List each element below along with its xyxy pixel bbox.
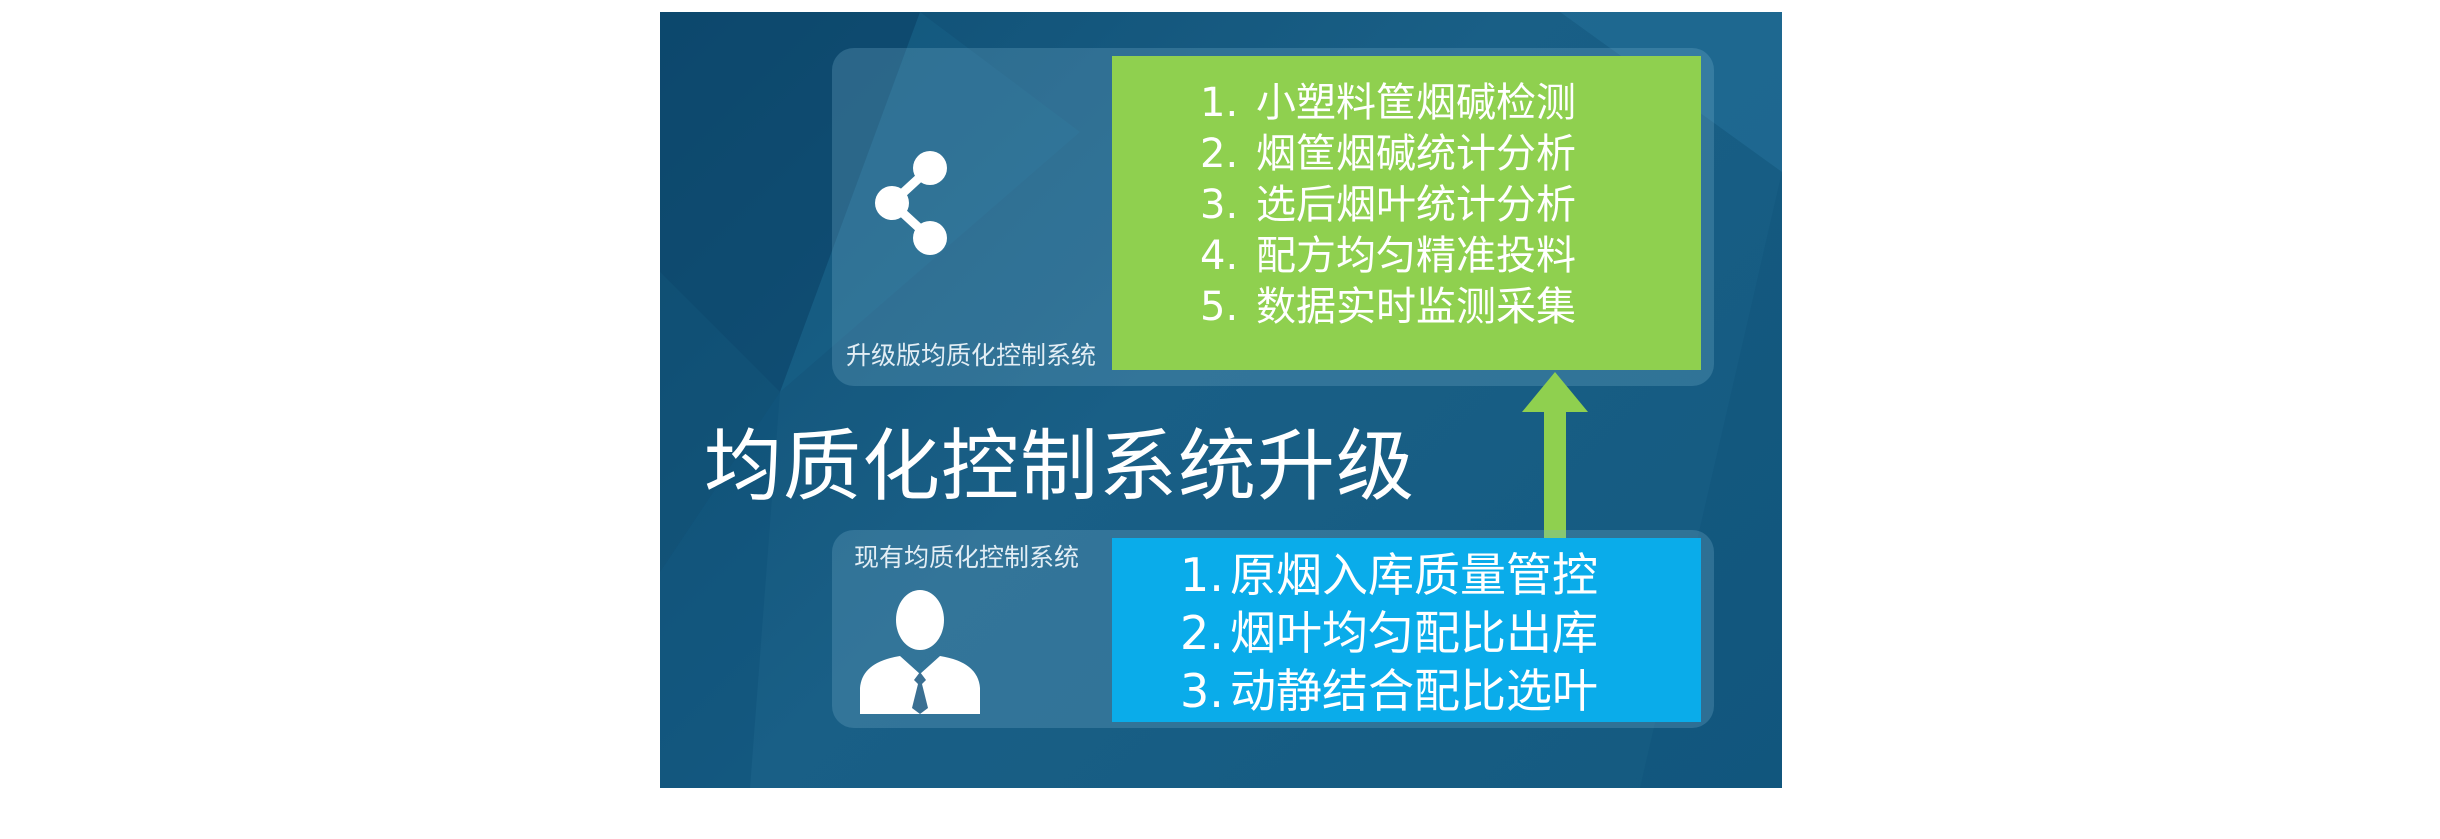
item-text: 数据实时监测采集 (1256, 284, 1576, 330)
list-item: 2.烟叶均匀配比出库 (1180, 604, 1598, 662)
list-item: 2. 烟筐烟碱统计分析 (1200, 129, 1576, 180)
item-text: 烟筐烟碱统计分析 (1256, 131, 1576, 177)
item-number: 5. (1200, 284, 1239, 330)
item-text: 动静结合配比选叶 (1230, 664, 1598, 718)
existing-features-box: 1.原烟入库质量管控 2.烟叶均匀配比出库 3.动静结合配比选叶 (1112, 538, 1701, 722)
item-number: 3. (1180, 664, 1224, 718)
existing-system-panel: 现有均质化控制系统 1.原烟入库质量管控 2.烟叶均匀配比出库 3.动静结合配比… (832, 530, 1714, 728)
list-item: 1.原烟入库质量管控 (1180, 546, 1598, 604)
item-number: 2. (1200, 131, 1239, 177)
upgraded-features-list: 1. 小塑料筐烟碱检测 2. 烟筐烟碱统计分析 3. 选后烟叶统计分析 4. 配方均匀精… (1200, 78, 1576, 333)
upgraded-system-panel: 升级版均质化控制系统 1. 小塑料筐烟碱检测 2. 烟筐烟碱统计分析 3. 选后烟叶统… (832, 48, 1714, 386)
page-title: 均质化控制系统升级 (704, 422, 1416, 512)
list-item: 1. 小塑料筐烟碱检测 (1200, 78, 1576, 129)
item-text: 选后烟叶统计分析 (1256, 182, 1576, 228)
background-facets (660, 12, 1782, 788)
share-icon (875, 151, 947, 255)
item-number: 1. (1200, 80, 1239, 126)
slide: 升级版均质化控制系统 1. 小塑料筐烟碱检测 2. 烟筐烟碱统计分析 3. 选后烟叶统… (660, 12, 1782, 788)
list-item: 3. 选后烟叶统计分析 (1200, 180, 1576, 231)
item-number: 1. (1180, 548, 1224, 602)
upgraded-system-caption: 升级版均质化控制系统 (846, 341, 1097, 370)
existing-system-caption: 现有均质化控制系统 (854, 543, 1080, 572)
existing-features-list: 1.原烟入库质量管控 2.烟叶均匀配比出库 3.动静结合配比选叶 (1180, 546, 1598, 720)
upgraded-features-box: 1. 小塑料筐烟碱检测 2. 烟筐烟碱统计分析 3. 选后烟叶统计分析 4. 配方均匀精… (1112, 56, 1701, 370)
upgrade-arrow-icon (1522, 372, 1588, 542)
list-item: 3.动静结合配比选叶 (1180, 662, 1598, 720)
person-icon (860, 590, 980, 714)
list-item: 4. 配方均匀精准投料 (1200, 231, 1576, 282)
item-text: 配方均匀精准投料 (1256, 233, 1576, 279)
item-number: 3. (1200, 182, 1239, 228)
list-item: 5. 数据实时监测采集 (1200, 282, 1576, 333)
item-text: 烟叶均匀配比出库 (1230, 606, 1598, 660)
item-text: 小塑料筐烟碱检测 (1256, 80, 1576, 126)
item-text: 原烟入库质量管控 (1230, 548, 1598, 602)
item-number: 4. (1200, 233, 1239, 279)
item-number: 2. (1180, 606, 1224, 660)
